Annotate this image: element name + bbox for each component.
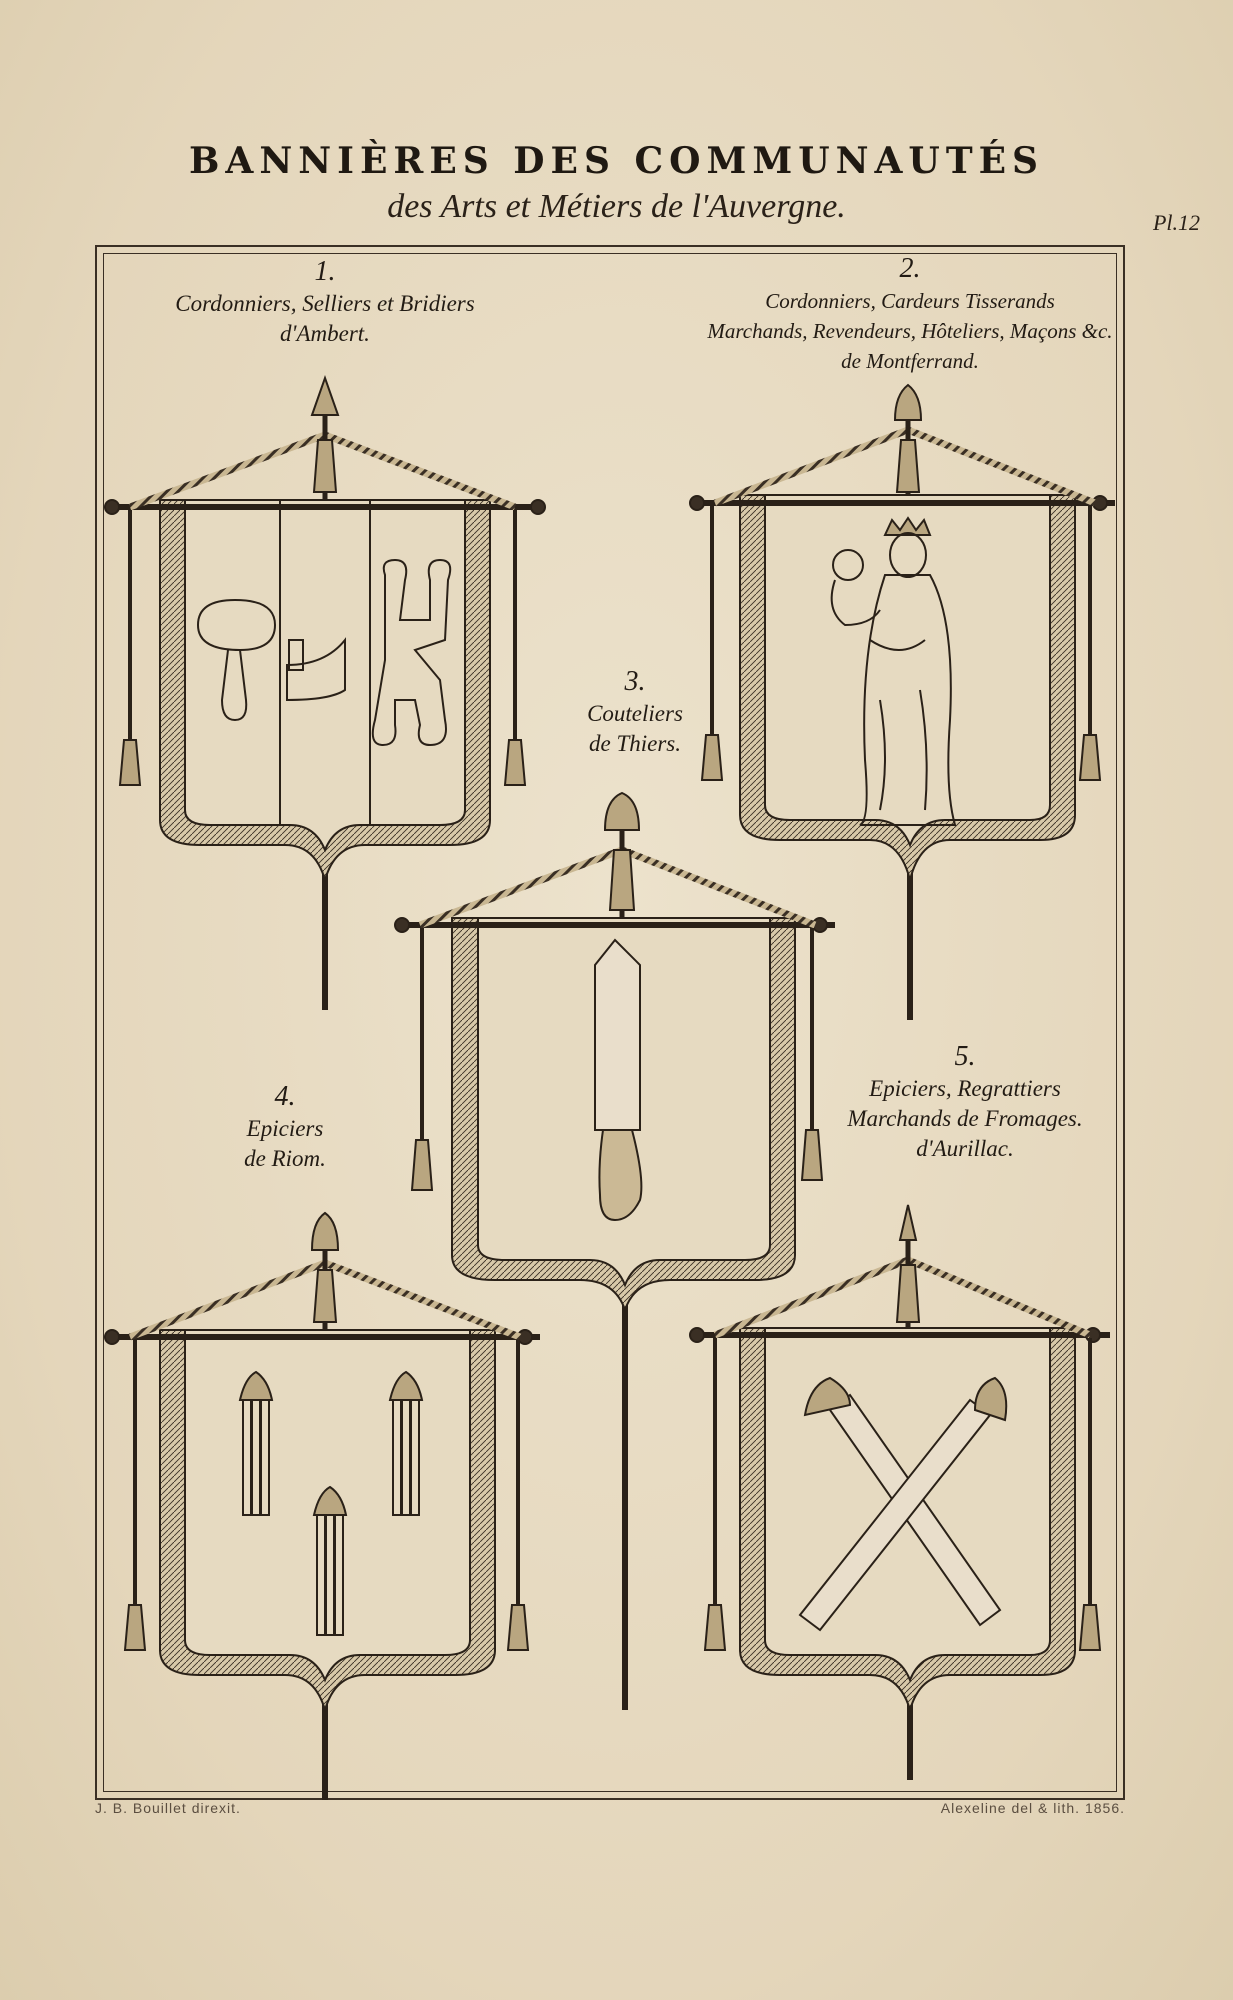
banner-2-line-1: Cordonniers, Cardeurs Tisserands [765,289,1055,313]
banner-3-number: 3. [624,666,646,697]
banner-3-line-2: de Thiers. [589,731,681,756]
banner-4-caption: 4. Epiciers de Riom. [195,1080,375,1174]
banner-5 [689,1204,1110,1780]
banner-5-line-1: Epiciers, Regrattiers [869,1076,1061,1101]
banner-4 [104,1211,540,1800]
plate-number: Pl.12 [1152,210,1200,235]
outer-frame [95,245,1125,1800]
banner-2-line-2: Marchands, Revendeurs, Hôteliers, Maçons… [707,319,1113,343]
page-subtitle: des Arts et Métiers de l'Auvergne. [387,188,846,225]
banner-3 [394,791,835,1710]
credit-left: J. B. Bouillet direxit. [95,1800,241,1816]
banner-2-number: 2. [899,253,921,284]
inner-frame [103,253,1117,1792]
banner-5-number: 5. [954,1041,976,1072]
page-title: BANNIÈRES DES COMMUNAUTÉS [188,140,1045,182]
banner-1-caption: 1. Cordonniers, Selliers et Bridiers d'A… [150,255,500,349]
banner-4-number: 4. [274,1081,296,1112]
banner-2 [689,383,1115,1020]
banner-1-line-2: d'Ambert. [280,321,370,346]
banner-1 [104,374,546,1010]
banner-2-caption: 2. Cordonniers, Cardeurs Tisserands Marc… [690,252,1130,376]
banner-5-line-2: Marchands de Fromages. [847,1106,1083,1131]
banner-3-caption: 3. Couteliers de Thiers. [540,665,730,759]
credit-right: Alexeline del & lith. 1856. [940,1800,1125,1816]
banner-4-line-2: de Riom. [244,1146,326,1171]
banner-4-line-1: Epiciers [246,1116,324,1141]
banner-3-line-1: Couteliers [587,701,683,726]
banner-2-line-3: de Montferrand. [841,349,979,373]
banner-1-number: 1. [314,256,336,287]
banner-1-line-1: Cordonniers, Selliers et Bridiers [175,291,475,316]
banner-5-caption: 5. Epiciers, Regrattiers Marchands de Fr… [790,1040,1140,1164]
banner-5-line-3: d'Aurillac. [916,1136,1014,1161]
